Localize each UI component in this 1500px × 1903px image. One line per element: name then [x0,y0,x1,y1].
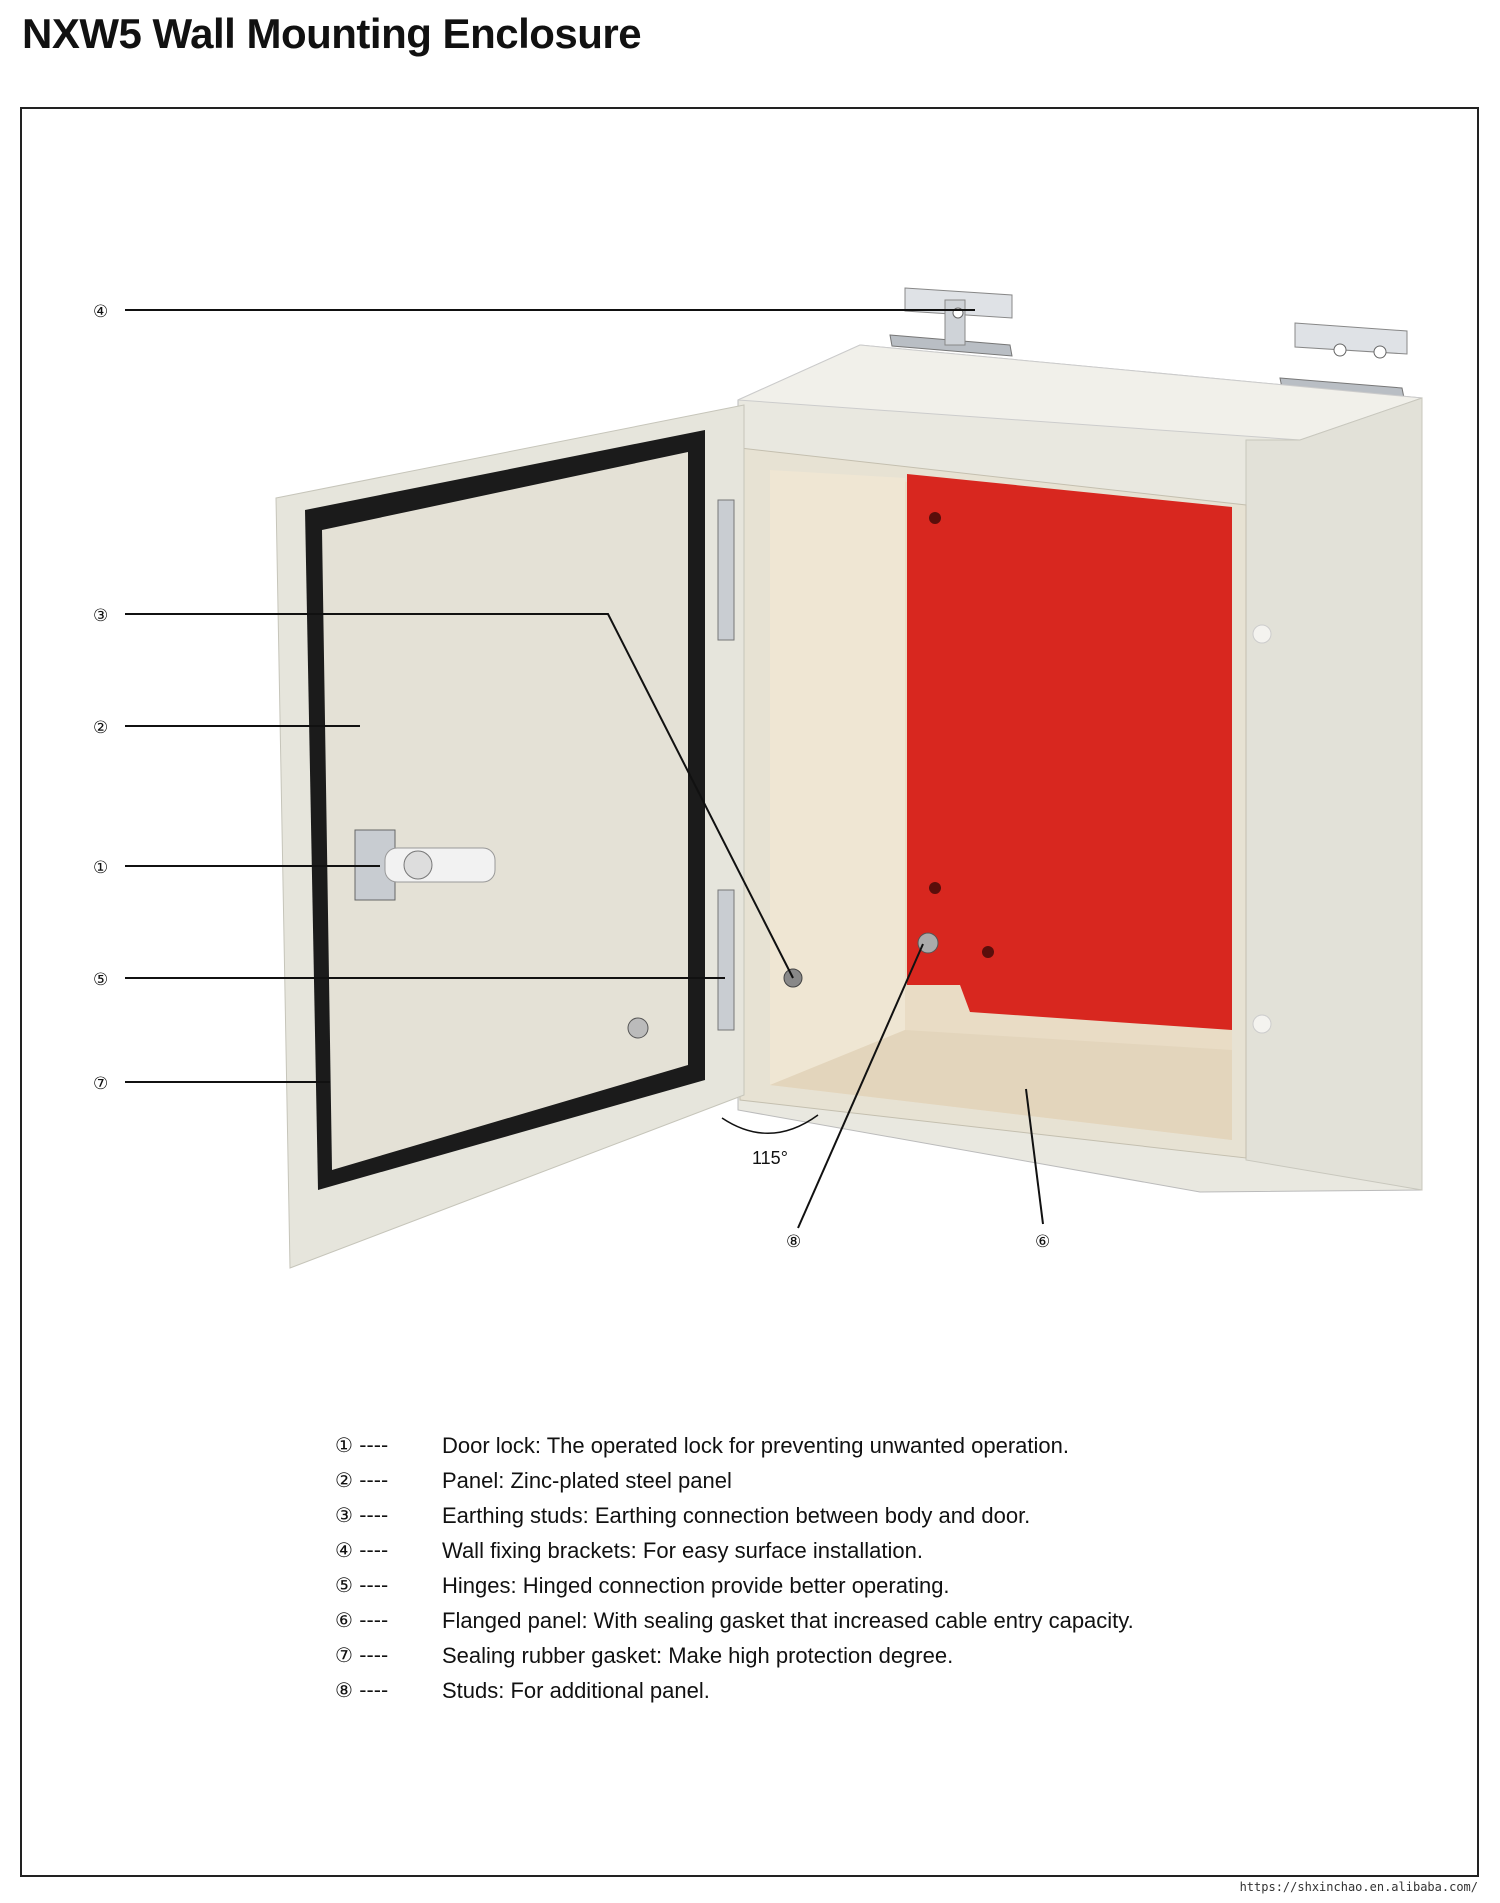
wall-bracket [1279,322,1408,399]
callout-7: ⑦ [93,1074,108,1094]
legend-text: Wall fixing brackets: For easy surface i… [442,1538,923,1563]
legend-number: ⑦ ---- [335,1643,389,1667]
callout-3: ③ [93,606,108,626]
mounting-panel [907,474,1232,1030]
legend-text: Earthing studs: Earthing connection betw… [442,1503,1031,1528]
callout-6: ⑥ [1035,1232,1050,1252]
legend-number: ③ ---- [335,1503,389,1527]
legend-item: ② ---- Panel: Zinc-plated steel panel [335,1463,1134,1498]
legend-number: ② ---- [335,1468,389,1492]
legend-number: ⑤ ---- [335,1573,389,1597]
legend-number: ⑥ ---- [335,1608,389,1632]
callout-4: ④ [93,302,108,322]
callout-1: ① [93,858,108,878]
legend-text: Door lock: The operated lock for prevent… [442,1433,1069,1458]
legend-item: ⑦ ---- Sealing rubber gasket: Make high p… [335,1638,1134,1673]
source-url: https://shxinchao.en.alibaba.com/ [1239,1880,1478,1894]
legend-item: ⑧ ---- Studs: For additional panel. [335,1673,1134,1708]
door-angle-label: 115° [752,1148,788,1168]
callout-8: ⑧ [786,1232,801,1252]
legend-text: Panel: Zinc-plated steel panel [442,1468,732,1493]
legend-item: ⑤ ---- Hinges: Hinged connection provide … [335,1568,1134,1603]
parts-legend: ① ---- Door lock: The operated lock for p… [335,1428,1134,1708]
page-title: NXW5 Wall Mounting Enclosure [22,10,642,57]
legend-number: ① ---- [335,1433,389,1457]
legend-text: Hinges: Hinged connection provide better… [442,1573,950,1598]
callout-5: ⑤ [93,970,108,990]
callout-2: ② [93,718,108,738]
legend-number: ⑧ ---- [335,1678,389,1702]
figure-frame [20,107,1479,1877]
legend-item: ① ---- Door lock: The operated lock for p… [335,1428,1134,1463]
legend-item: ③ ---- Earthing studs: Earthing connectio… [335,1498,1134,1533]
door [275,404,745,1269]
legend-text: Flanged panel: With sealing gasket that … [442,1608,1134,1633]
legend-item: ⑥ ---- Flanged panel: With sealing gasket… [335,1603,1134,1638]
legend-number: ④ ---- [335,1538,389,1562]
callout-lines [125,309,1044,1229]
legend-item: ④ ---- Wall fixing brackets: For easy sur… [335,1533,1134,1568]
wall-bracket [889,287,1013,357]
enclosure-body [737,344,1423,1193]
legend-text: Studs: For additional panel. [442,1678,710,1703]
legend-text: Sealing rubber gasket: Make high protect… [442,1643,954,1668]
